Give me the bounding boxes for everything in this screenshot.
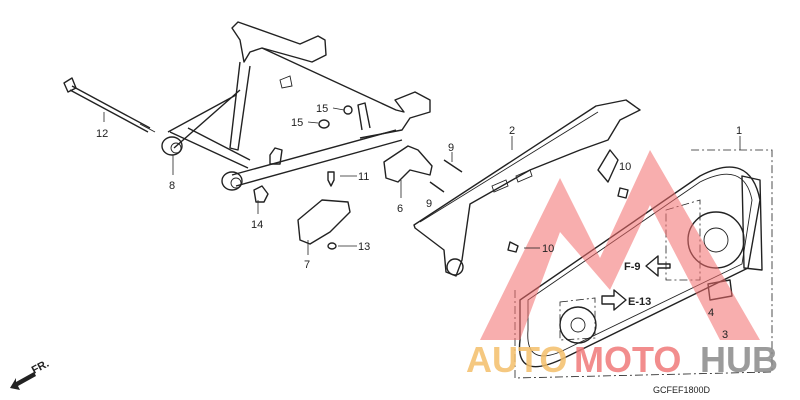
callout-12: 12	[96, 128, 108, 140]
callout-1: 1	[736, 125, 742, 137]
diagram-code: GCFEF1800D	[653, 385, 711, 395]
callout-7: 7	[304, 259, 310, 271]
reference-e13[interactable]: E-13	[628, 296, 651, 308]
swingarm-part	[161, 21, 431, 191]
front-arrow-icon	[10, 372, 36, 390]
callout-15a: 15	[316, 103, 328, 115]
collar-15a	[343, 105, 353, 115]
callout-8: 8	[169, 180, 175, 192]
watermark-auto: AUTO	[466, 339, 567, 380]
callout-4: 4	[708, 307, 714, 319]
watermark-moto: MOTO	[574, 339, 681, 380]
callout-6: 6	[397, 203, 403, 215]
pivot-bolt-part	[63, 77, 156, 133]
chain-case-part	[413, 99, 641, 277]
front-marker: FR.	[30, 358, 51, 377]
callout-15b: 15	[291, 117, 303, 129]
callout-11: 11	[358, 171, 369, 183]
watermark-logo	[480, 150, 760, 340]
callout-3: 3	[722, 329, 728, 341]
callout-9b: 9	[426, 198, 432, 210]
bolts-9	[429, 159, 463, 193]
drive-sprocket	[559, 306, 597, 344]
callout-10a: 10	[619, 161, 631, 173]
callout-10b: 10	[542, 243, 554, 255]
callout-9a: 9	[448, 142, 454, 154]
callout-14: 14	[251, 219, 263, 231]
callout-13: 13	[358, 241, 370, 253]
leader-lines	[103, 107, 741, 255]
chain-links	[741, 175, 763, 271]
chain-slider-7	[297, 199, 351, 245]
f9-arrow-icon	[645, 255, 671, 277]
collar-15b	[318, 119, 330, 129]
nut-13	[327, 242, 337, 250]
reference-f9[interactable]: F-9	[624, 261, 641, 273]
watermark-hub: HUB	[700, 339, 778, 380]
callout-2: 2	[509, 125, 515, 137]
nut-14	[253, 185, 269, 203]
guide-plate-6	[383, 145, 433, 183]
e13-arrow-icon	[601, 289, 627, 311]
bolt-11	[327, 171, 335, 187]
